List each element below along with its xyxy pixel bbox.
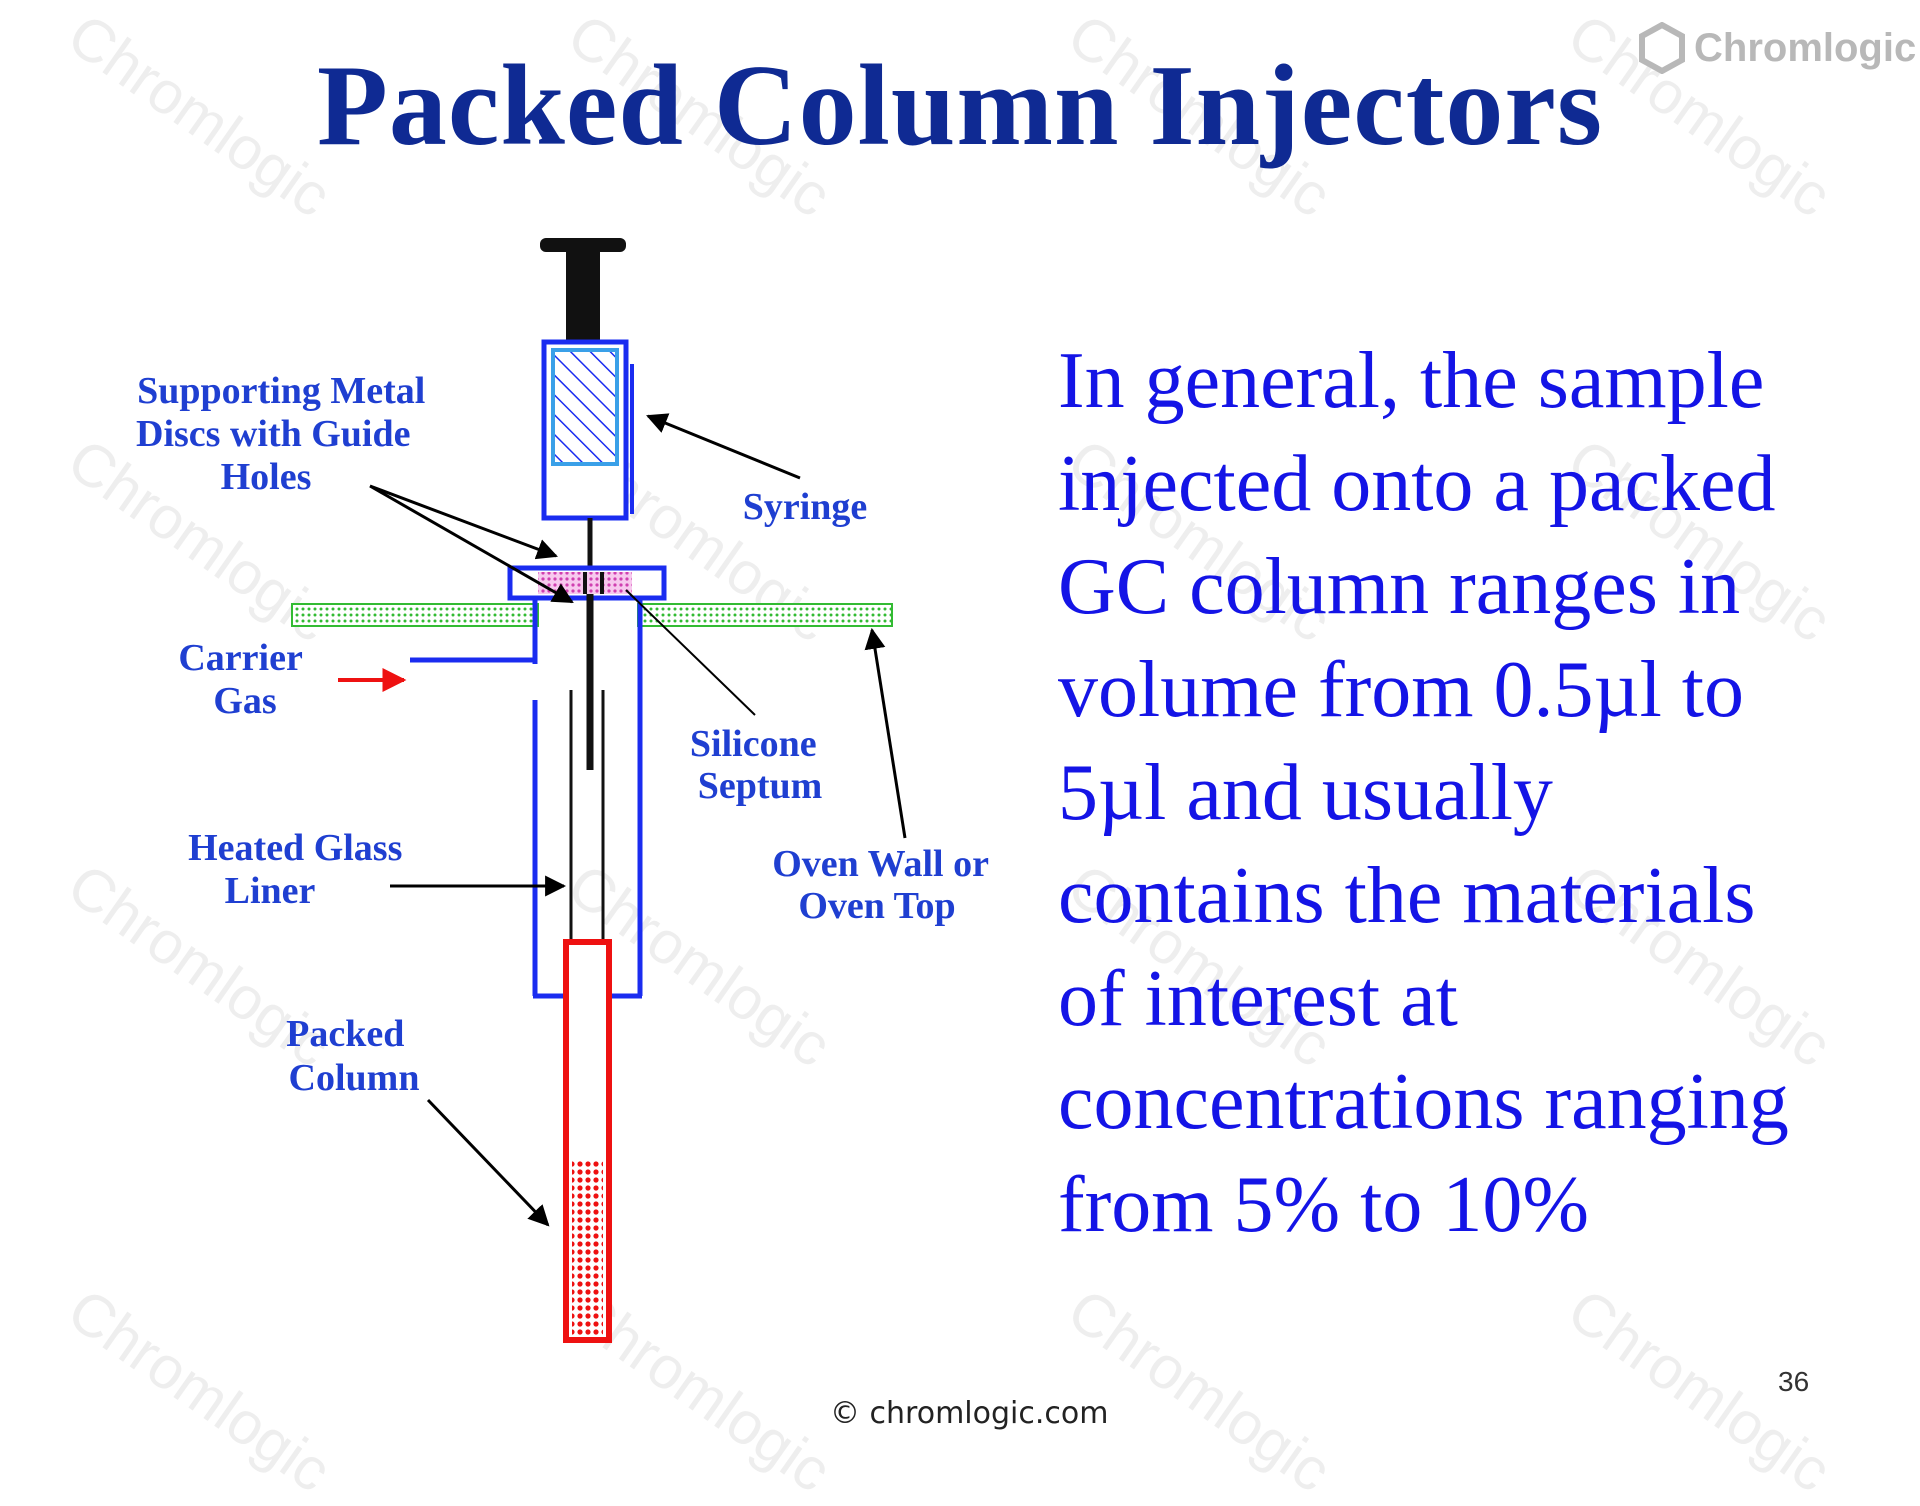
slide-title: Packed Column Injectors <box>316 42 1604 170</box>
packed-column-arrow <box>426 1098 550 1227</box>
body-line: contains the materials <box>1058 852 1756 940</box>
footer-copyright: © chromlogic.com <box>830 1396 1109 1431</box>
body-line: injected onto a packed <box>1058 440 1776 528</box>
slide: Chromlogic Chromlogic Chromlogic Chromlo… <box>56 1 1916 1505</box>
page-number: 36 <box>1778 1366 1810 1397</box>
label-supporting-discs: Supporting Metal Discs with Guide Holes <box>136 370 435 498</box>
label-packed-column: Packed Column <box>286 1013 419 1099</box>
syringe-plunger <box>540 238 626 342</box>
hexagon-logo-icon <box>1639 22 1685 74</box>
oven-wall-arrow <box>864 627 907 839</box>
septum-arrow <box>625 589 756 716</box>
injector-diagram: Supporting Metal Discs with Guide Holes … <box>136 238 998 1343</box>
body-line: of interest at <box>1058 955 1458 1043</box>
watermark: Chromlogic <box>1055 1275 1343 1505</box>
label-silicone-septum: Silicone Septum <box>690 723 826 807</box>
body-line: 5µl and usually <box>1058 749 1553 837</box>
syringe-barrel <box>541 339 634 572</box>
label-carrier-gas: Carrier Gas <box>178 637 311 722</box>
body-line: In general, the sample <box>1058 337 1765 425</box>
packed-column <box>563 939 612 1343</box>
body-line: from 5% to 10% <box>1058 1161 1590 1249</box>
label-syringe: Syringe <box>743 486 868 528</box>
body-line: concentrations ranging <box>1058 1058 1789 1146</box>
discs-arrow-lower <box>369 484 574 604</box>
label-heated-glass-liner: Heated Glass Liner <box>188 827 412 912</box>
body-line: GC column ranges in <box>1058 543 1741 631</box>
septum-assembly <box>507 565 667 601</box>
body-line: volume from 0.5µl to <box>1058 646 1745 734</box>
injector-body <box>410 598 643 999</box>
syringe-arrow <box>646 413 801 480</box>
logo-text: Chromlogic <box>1694 25 1917 70</box>
body-paragraph: In general, the sample injected onto a p… <box>1058 330 1898 1257</box>
diagram-labels: Supporting Metal Discs with Guide Holes … <box>136 370 998 1099</box>
label-oven-wall: Oven Wall or Oven Top <box>772 843 998 927</box>
leader-arrows <box>338 413 907 1227</box>
chromlogic-logo: Chromlogic <box>1638 18 1916 78</box>
discs-arrow-upper <box>369 484 558 560</box>
glass-liner <box>569 690 605 950</box>
